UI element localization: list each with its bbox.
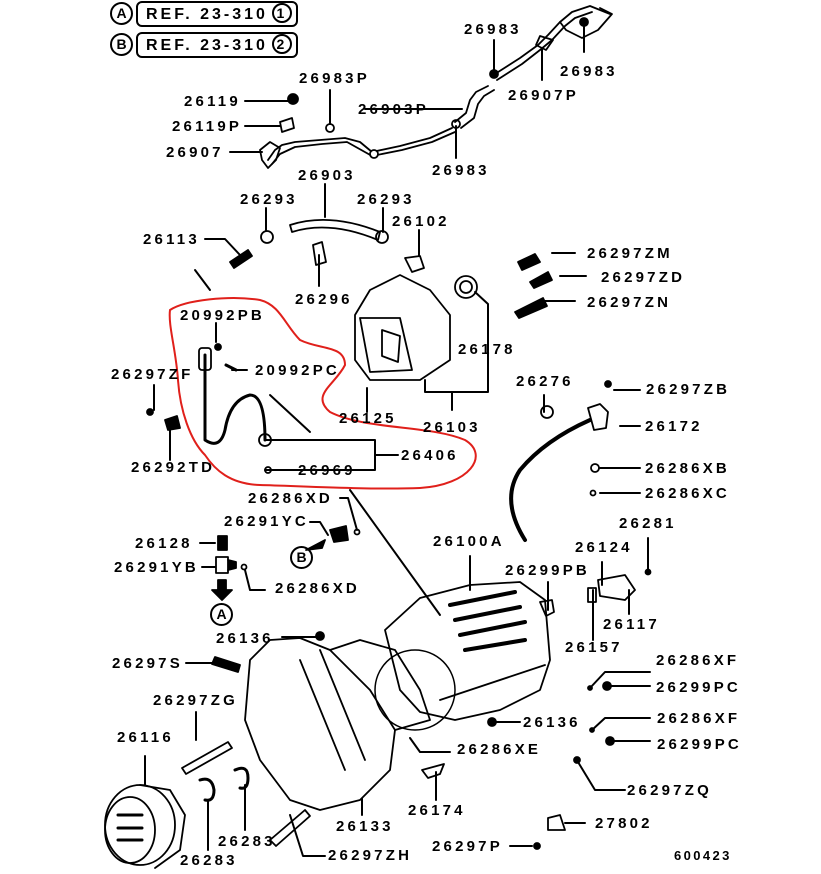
part-label[interactable]: 26133 [336,818,394,835]
part-label[interactable]: 26907 [166,144,224,161]
part-label[interactable]: 26292TD [131,459,216,476]
ref-text-b: REF. 23-310 [146,37,268,54]
part-label[interactable]: 26283 [218,833,276,850]
part-label[interactable]: 26297ZM [587,245,673,262]
part-label[interactable]: 26297P [432,838,503,855]
ref-marker-b: B [110,33,133,56]
part-label[interactable]: 26293 [240,191,298,208]
part-label[interactable]: 26296 [295,291,353,308]
part-label[interactable]: 26983P [299,70,370,87]
part-label[interactable]: 26297ZG [153,692,238,709]
part-label[interactable]: 26286XB [645,460,730,477]
part-label[interactable]: 26903 [298,167,356,184]
part-label[interactable]: 26286XF [656,652,740,669]
ref-marker-a: A [110,2,133,25]
part-label[interactable]: 26113 [143,231,200,248]
part-label[interactable]: 26286XF [657,710,741,727]
part-label[interactable]: 26297S [112,655,183,672]
part-label[interactable]: 26907P [508,87,579,104]
part-label[interactable]: 26297ZD [601,269,686,286]
part-label[interactable]: 26983 [464,21,522,38]
part-label[interactable]: 26297ZH [328,847,413,864]
part-label[interactable]: 26406 [401,447,459,464]
part-label[interactable]: 26276 [516,373,574,390]
part-label[interactable]: 26178 [458,341,516,358]
part-label[interactable]: 26299PC [656,679,741,696]
part-label[interactable]: 26103 [423,419,481,436]
part-label[interactable]: 26293 [357,191,415,208]
part-label[interactable]: 26291YC [224,513,309,530]
part-label[interactable]: 26172 [645,418,703,435]
part-label[interactable]: 26297ZB [646,381,731,398]
callout-a[interactable]: A [210,603,233,626]
part-label[interactable]: 26297ZF [111,366,194,383]
part-label[interactable]: 26157 [565,639,623,656]
leader-lines [144,25,651,857]
breather-hose-assembly [259,5,613,169]
part-label[interactable]: 26297ZN [587,294,672,311]
part-label[interactable]: 26297ZQ [627,782,712,799]
part-label[interactable]: 26983 [560,63,618,80]
part-label[interactable]: 26281 [619,515,677,532]
part-label[interactable]: 26116 [117,729,174,746]
ref-sub-a: 1 [271,3,292,23]
part-label[interactable]: 26117 [603,616,660,633]
ref-text-a: REF. 23-310 [146,6,268,23]
part-label[interactable]: 26119 [184,93,241,110]
part-label[interactable]: 26903P [358,101,429,118]
part-label[interactable]: 26983 [432,162,490,179]
callout-b[interactable]: B [290,546,313,569]
part-label[interactable]: 26128 [135,535,193,552]
part-label[interactable]: 20992PB [180,307,265,324]
part-label[interactable]: 26136 [216,630,274,647]
part-label[interactable]: 27802 [595,815,653,832]
part-label[interactable]: 26174 [408,802,466,819]
part-label[interactable]: 26291YB [114,559,199,576]
part-label[interactable]: 26119P [172,118,243,135]
part-label[interactable]: 26286XD [275,580,360,597]
part-label[interactable]: 26283 [180,852,238,869]
small-parts [104,17,652,869]
part-label[interactable]: 20992PC [255,362,340,379]
part-label[interactable]: 26125 [339,410,397,427]
part-label[interactable]: 26299PC [657,736,742,753]
part-label[interactable]: 26136 [523,714,581,731]
part-label[interactable]: 26969 [298,462,356,479]
part-label[interactable]: 26286XE [457,741,542,758]
part-label[interactable]: 26286XD [248,490,333,507]
highlight-outline [168,297,477,490]
ref-sub-b: 2 [271,34,292,54]
part-label[interactable]: 26286XC [645,485,730,502]
part-label[interactable]: 26100A [433,533,505,550]
part-label[interactable]: 26299PB [505,562,590,579]
diagram-id: 600423 [674,848,732,863]
part-label[interactable]: 26124 [575,539,633,556]
part-label[interactable]: 26102 [392,213,450,230]
